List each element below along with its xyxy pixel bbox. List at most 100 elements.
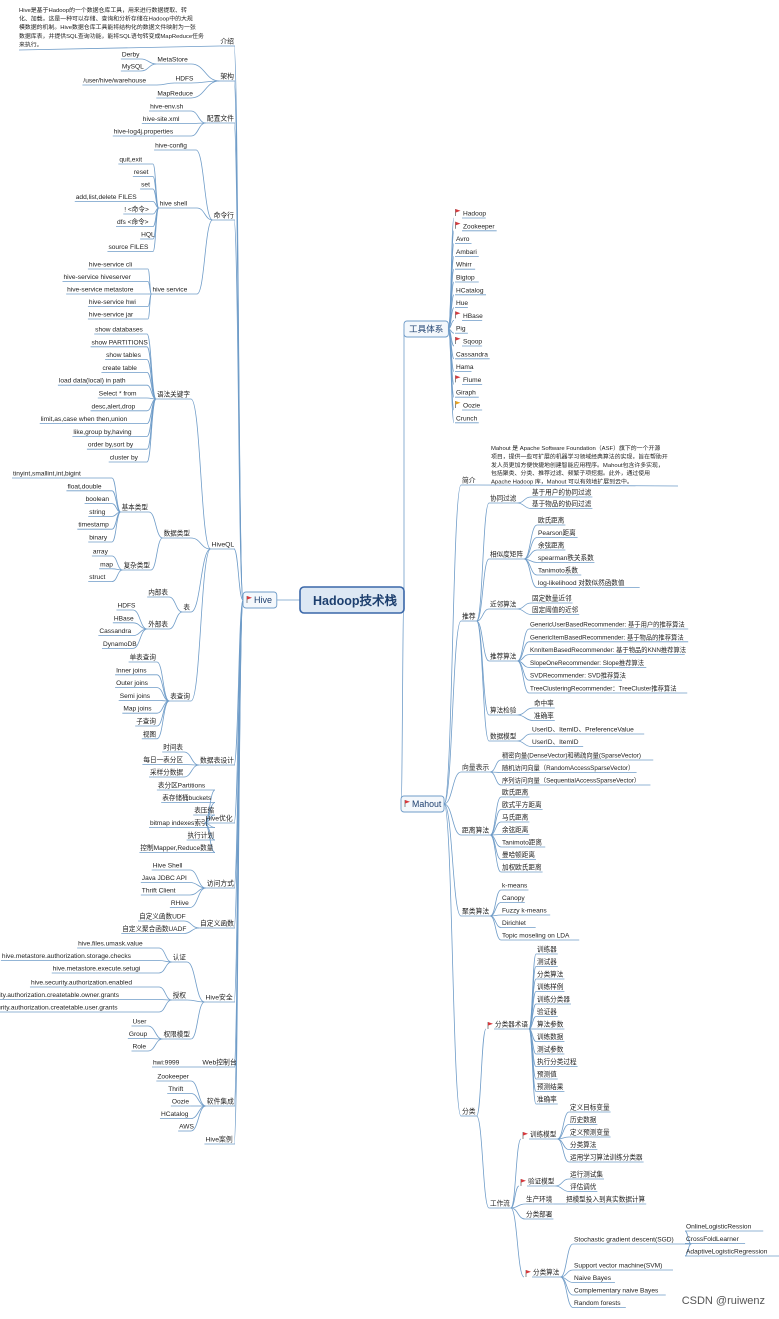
hive-basic-type-6[interactable]: binary [89, 535, 108, 542]
mahout-term-item-10[interactable]: 执行分类过程 [537, 1057, 577, 1066]
hive-query-item-2[interactable]: Inner joins [116, 667, 147, 674]
mahout-term-item-8[interactable]: 训练数据 [537, 1032, 564, 1041]
hive-keyword-item-5[interactable]: load data(local) in path [59, 378, 126, 385]
hive-hdfs-label[interactable]: HDFS [175, 76, 194, 83]
hive-complex-type-3[interactable]: struct [89, 574, 105, 581]
hive-perm-item-3[interactable]: Role [132, 1044, 146, 1051]
hive-external-item-3[interactable]: Cassandra [99, 628, 131, 635]
hive-config-cmd[interactable]: hive-config [155, 143, 187, 150]
mahout-cluster-item-1[interactable]: k-means [502, 883, 528, 890]
mahout-recommend-label[interactable]: 推荐 [462, 612, 476, 621]
mahout-rec-alg-item-3[interactable]: KnnItemBasedRecommender: 基于物品的KNN推荐算法 [530, 645, 686, 654]
hive-shell-item-6[interactable]: dfs <命令> [117, 217, 149, 226]
hive-metastore-item-2[interactable]: MySQL [122, 64, 144, 71]
mahout-rec-alg-item-4[interactable]: SlopeOneRecommender: Slope推荐算法 [530, 658, 644, 667]
mahout-term-item-3[interactable]: 分类算法 [537, 970, 564, 979]
hive-query-item-3[interactable]: Outer joins [116, 680, 149, 687]
hive-service-item-1[interactable]: hive-service cli [89, 262, 133, 269]
hive-auth-item-3[interactable]: hive.metastore.execute.setugi [53, 966, 141, 973]
hive-integrate-item-5[interactable]: AWS [179, 1124, 194, 1131]
hive-auth-item-1[interactable]: hive.files.umask.value [78, 941, 143, 948]
hive-integrate-item-4[interactable]: HCatalog [161, 1111, 189, 1118]
mahout-train-item-5[interactable]: 运用学习算法训练分类器 [570, 1153, 643, 1162]
tool-hue[interactable]: Hue [456, 300, 468, 307]
tool-whirr[interactable]: Whirr [456, 262, 473, 269]
mahout-term-item-12[interactable]: 预测结果 [537, 1082, 564, 1091]
hive-keyword-label[interactable]: 语法关键字 [157, 390, 190, 399]
hive-query-item-5[interactable]: Map joins [123, 706, 152, 713]
tool-hama[interactable]: Hama [456, 364, 474, 371]
hive-optimize-item-1[interactable]: 表分区Partitions [158, 781, 206, 790]
mahout-vector-label[interactable]: 向量表示 [462, 763, 489, 772]
mahout-cf-item-2[interactable]: 基于物品的协同过滤 [532, 499, 592, 508]
hive-basic-type-3[interactable]: boolean [86, 496, 110, 503]
hive-udf-label[interactable]: 自定义函数 [200, 919, 234, 928]
hive-basic-type-1[interactable]: tinyint,smallint,int,bigint [13, 471, 81, 478]
hive-basic-type-label[interactable]: 基本类型 [122, 503, 149, 512]
mahout-vector-item-3[interactable]: 序列访问向量（SequentialAccessSparseVector） [502, 776, 640, 785]
mahout-datamodel-label[interactable]: 数据模型 [490, 732, 517, 741]
hive-keyword-item-4[interactable]: create table [102, 365, 137, 372]
hive-keyword-item-11[interactable]: cluster by [110, 455, 139, 462]
hive-table-label[interactable]: 表 [183, 603, 190, 612]
hive-query-item-7[interactable]: 视图 [143, 729, 157, 738]
tool-giraph[interactable]: Giraph [456, 390, 476, 397]
mahout-sgd-item-2[interactable]: CrossFoldLearner [686, 1236, 740, 1243]
hive-complex-type-2[interactable]: map [100, 561, 113, 568]
mahout-verify-item-2[interactable]: 评估调优 [570, 1182, 597, 1191]
mahout-deploy-label[interactable]: 分类部署 [526, 1210, 553, 1219]
mahout-alg-label[interactable]: 分类算法 [533, 1268, 560, 1277]
mahout-cf-item-1[interactable]: 基于用户的协同过滤 [532, 488, 592, 497]
mahout-sim-item-6[interactable]: log-likelihood 对数似然函数值 [538, 578, 625, 587]
hive-config-item-2[interactable]: hive-site.xml [143, 116, 180, 123]
mahout-rec-alg-item-2[interactable]: GenericItemBasedRecommender: 基于物品的推荐算法 [530, 632, 684, 641]
hive-optimize-item-5[interactable]: 执行计划 [188, 831, 215, 840]
hive-dataset-item-1[interactable]: 时间表 [163, 743, 183, 752]
hive-external-item-4[interactable]: DynamoDB [103, 641, 137, 648]
hive-query-label[interactable]: 表查询 [170, 692, 190, 701]
mahout-alg-item-2[interactable]: Naive Bayes [574, 1275, 612, 1282]
hive-keyword-item-6[interactable]: Select * from [99, 391, 137, 398]
hive-keyword-item-2[interactable]: show PARTITIONS [92, 339, 149, 346]
mahout-term-item-9[interactable]: 测试参数 [537, 1045, 564, 1054]
tool-bigtop[interactable]: Bigtop [456, 275, 475, 282]
hive-service-item-3[interactable]: hive-service metastore [67, 287, 134, 294]
hive-hdfs-item-1[interactable]: /user/hive/warehouse [83, 78, 146, 85]
mahout-rec-alg-label[interactable]: 推荐算法 [490, 652, 517, 661]
mahout-workflow-label[interactable]: 工作流 [490, 1199, 510, 1208]
tool-hadoop[interactable]: Hadoop [463, 211, 486, 218]
mahout-alg-item-4[interactable]: Random forests [574, 1300, 621, 1307]
hive-shell-item-2[interactable]: reset [134, 169, 149, 176]
mahout-sim-item-4[interactable]: spearman秩关系数 [538, 553, 594, 562]
mahout-sgd-label[interactable]: Stochastic gradient descent(SGD) [574, 1237, 674, 1244]
tool-zookeeper[interactable]: Zookeeper [463, 223, 495, 230]
hive-config-item-1[interactable]: hive-env.sh [150, 104, 184, 111]
hive-service-item-4[interactable]: hive-service hwi [89, 299, 136, 306]
mahout-prod-label[interactable]: 生产环境 [526, 1195, 553, 1204]
mahout-cluster-item-3[interactable]: Fuzzy k-means [502, 908, 547, 915]
mahout-dist-item-4[interactable]: 余弦距离 [502, 825, 529, 834]
hive-udf-item-1[interactable]: 自定义函数UDF [139, 912, 186, 921]
hive-complex-type-1[interactable]: array [93, 549, 109, 556]
hive-integrate-item-1[interactable]: Zookeeper [157, 1074, 189, 1081]
hive-keyword-item-1[interactable]: show databases [95, 327, 143, 334]
hive-shell-item-5[interactable]: ! <命令> [124, 205, 149, 214]
hive-access-label[interactable]: 访问方式 [207, 879, 234, 888]
mahout-nb-item-1[interactable]: 固定数量近邻 [532, 594, 572, 603]
hive-case-label[interactable]: Hive案例 [205, 1135, 232, 1144]
hive-optimize-item-4[interactable]: bitmap indexes索引 [150, 818, 208, 827]
hive-shell-item-3[interactable]: set [141, 182, 150, 189]
mahout-term-item-2[interactable]: 测试器 [537, 957, 557, 966]
hive-shell-label[interactable]: hive shell [160, 201, 188, 208]
mahout-term-item-1[interactable]: 训练器 [537, 945, 557, 954]
mahout-alg-item-3[interactable]: Complementary naive Bayes [574, 1288, 659, 1295]
hive-optimize-item-6[interactable]: 控制Mapper,Reduce数量 [140, 843, 213, 852]
mahout-eval-item-2[interactable]: 准确率 [534, 711, 554, 720]
mahout-sgd-item-1[interactable]: OnlineLogisticRession [686, 1224, 752, 1231]
hive-security-label[interactable]: Hive安全 [205, 993, 232, 1002]
hive-dataset-item-3[interactable]: 采样分数据 [150, 768, 183, 777]
mahout-cluster-item-2[interactable]: Canopy [502, 895, 525, 902]
hive-query-item-4[interactable]: Semi joins [120, 693, 151, 700]
tool-ambari[interactable]: Ambari [456, 249, 477, 256]
hive-grant-item-3[interactable]: hive.security.authorization.createtable.… [0, 1005, 118, 1012]
